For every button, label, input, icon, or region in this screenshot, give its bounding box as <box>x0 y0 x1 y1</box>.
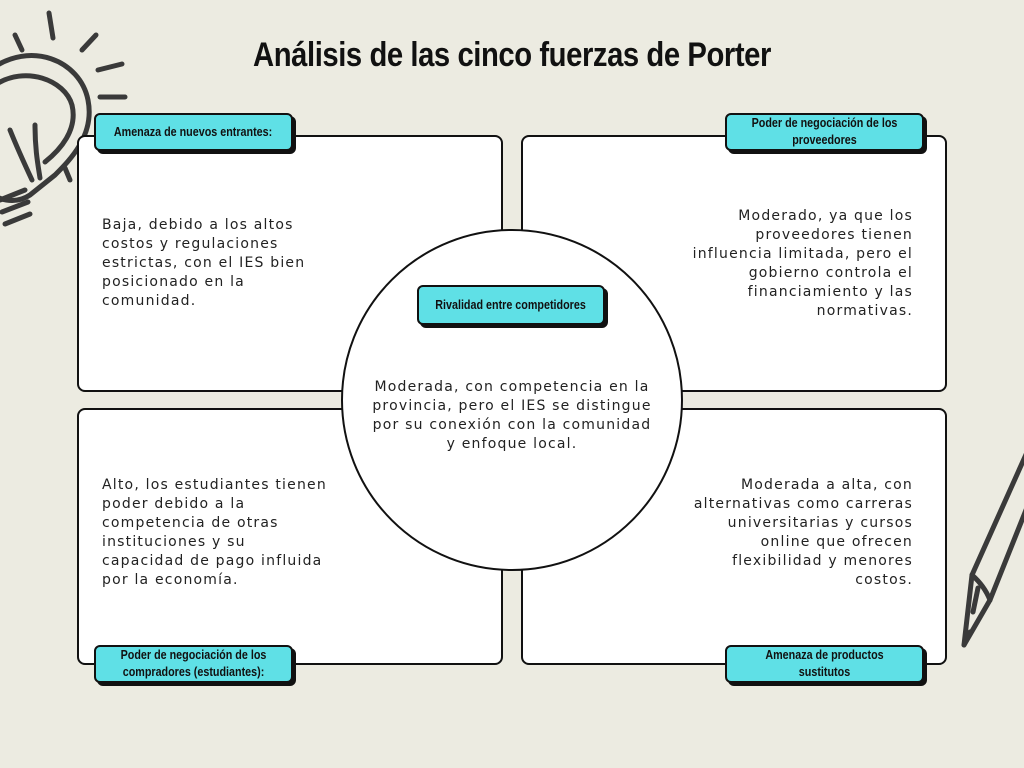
suppliers-label: Poder de negociación de los proveedores <box>725 113 924 151</box>
suppliers-label-text: Poder de negociación de los proveedores <box>751 116 898 147</box>
substitutes-text: Moderada a alta, con alternativas como c… <box>693 477 913 588</box>
buyers-text: Alto, los estudiantes tienen poder debid… <box>102 477 327 588</box>
lightbulb-icon <box>0 10 128 227</box>
new-entrants-label-text: Amenaza de nuevos entrantes: <box>114 124 273 139</box>
pencil-icon <box>961 452 1024 648</box>
suppliers-text: Moderado, ya que los proveedores tienen … <box>692 208 913 319</box>
substitutes-label: Amenaza de productos sustitutos <box>725 645 924 683</box>
rivalry-label: Rivalidad entre competidores <box>417 285 605 325</box>
substitutes-label-text: Amenaza de productos sustitutos <box>765 648 884 679</box>
new-entrants-label: Amenaza de nuevos entrantes: <box>94 113 293 151</box>
rivalry-text: Moderada, con competencia en la provinci… <box>372 379 652 452</box>
buyers-label-text: Poder de negociación de los compradores … <box>120 648 267 679</box>
new-entrants-text: Baja, debido a los altos costos y regula… <box>102 217 306 309</box>
rivalry-label-text: Rivalidad entre competidores <box>435 297 587 312</box>
buyers-label: Poder de negociación de los compradores … <box>94 645 293 683</box>
page-title: Análisis de las cinco fuerzas de Porter <box>253 36 771 74</box>
